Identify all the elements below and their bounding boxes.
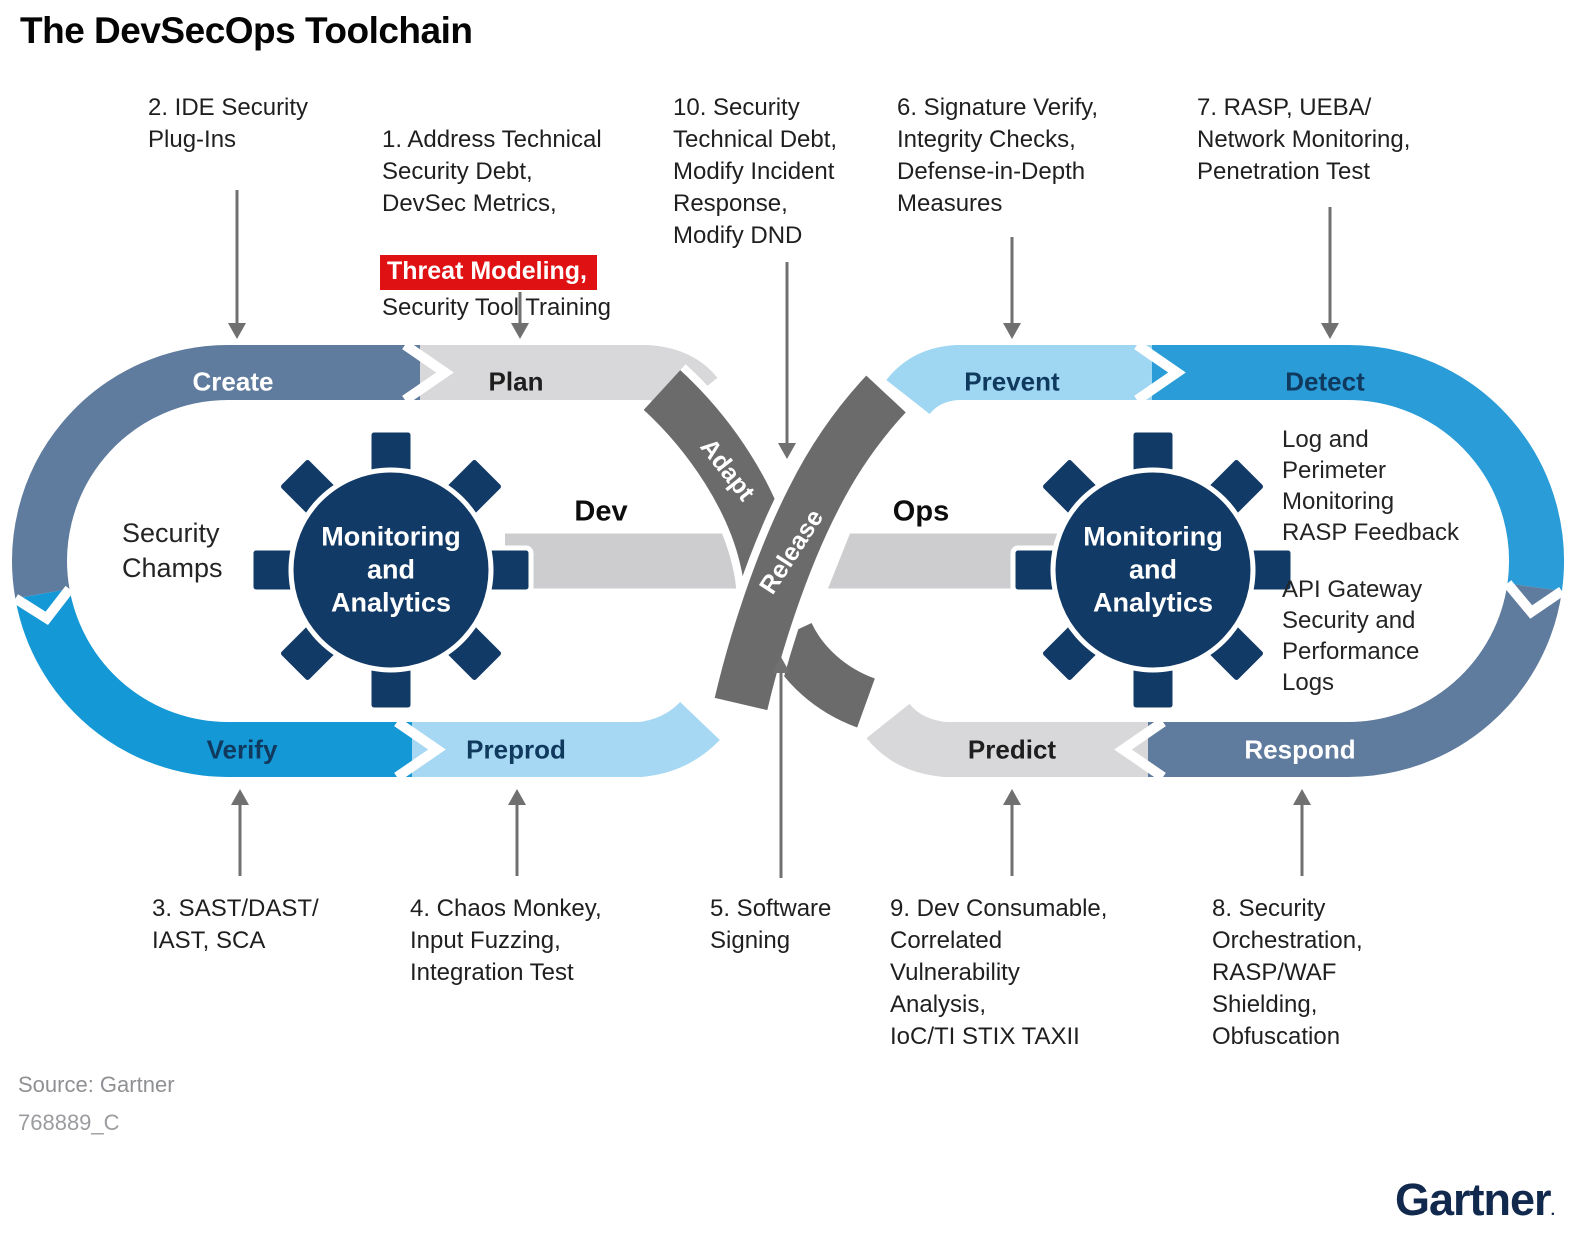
- arrow-down-security-tech-debt: [778, 262, 796, 459]
- gear-label-left: Monitoring and Analytics: [321, 521, 461, 618]
- source-note: Source: Gartner: [18, 1072, 175, 1097]
- create-plan-chevron: [402, 340, 454, 405]
- plan-band: [420, 345, 718, 414]
- respond-band: [1148, 582, 1562, 777]
- annotation-address-debt-lines: 1. Address Technical Security Debt, DevS…: [382, 126, 602, 217]
- dev-gear-icon: [248, 427, 534, 713]
- arrow-up-dev-consumable: [1003, 789, 1021, 876]
- create-verify-chevron: [12, 585, 74, 625]
- arrow-down-address-debt: [511, 292, 529, 339]
- respond-notes: API Gateway Security and Performance Log…: [1282, 576, 1423, 696]
- prevent-detect-chevron: [1134, 340, 1186, 405]
- predict-band: [866, 702, 1148, 777]
- annotation-address-debt-tail: Security Tool Training: [382, 294, 612, 321]
- annotation-software-signing: 5. Software Signing: [710, 895, 832, 954]
- segment-label-prevent: Prevent: [964, 366, 1060, 397]
- ops-center-bar: [828, 533, 1062, 589]
- arrow-down-signature-verify: [1003, 237, 1021, 339]
- verify-preprod-chevron: [394, 717, 446, 782]
- annotation-chaos-monkey: 4. Chaos Monkey, Input Fuzzing, Integrat…: [410, 895, 602, 986]
- page-title: The DevSecOps Toolchain: [20, 10, 473, 51]
- annotation-dev-consumable: 9. Dev Consumable, Correlated Vulnerabil…: [890, 895, 1108, 1050]
- security-champs-label: Security Champs: [122, 518, 223, 583]
- segment-label-verify: Verify: [206, 734, 278, 765]
- arrow-up-security-orchestration: [1293, 789, 1311, 876]
- segment-label-preprod: Preprod: [466, 734, 566, 765]
- ops-gear-icon: [1010, 427, 1296, 713]
- segment-label-respond: Respond: [1244, 734, 1356, 765]
- create-band: [12, 345, 420, 599]
- arrow-up-chaos-monkey: [508, 789, 526, 876]
- gartner-logo-text: Gartner: [1395, 1174, 1552, 1225]
- arrow-up-software-signing: [772, 657, 790, 878]
- segment-label-plan: Plan: [488, 366, 544, 397]
- segment-label-predict: Predict: [967, 734, 1057, 765]
- arrow-down-ide-plugins: [228, 190, 246, 339]
- annotation-security-orchestration: 8. Security Orchestration, RASP/WAF Shie…: [1212, 895, 1363, 1050]
- detect-respond-chevron: [1503, 580, 1565, 619]
- annotation-signature-verify: 6. Signature Verify, Integrity Checks, D…: [897, 94, 1098, 217]
- detect-notes: Log and Perimeter Monitoring RASP Feedba…: [1282, 426, 1459, 546]
- annotation-address-debt: 1. Address Technical Security Debt, DevS…: [380, 92, 612, 356]
- prevent-band: [886, 345, 1152, 416]
- preprod-band: [412, 701, 720, 777]
- threat-modeling-highlight: Threat Modeling,: [380, 255, 597, 290]
- annotation-rasp-ueba: 7. RASP, UEBA/ Network Monitoring, Penet…: [1197, 94, 1411, 185]
- annotation-sast-dast: 3. SAST/DAST/ IAST, SCA: [152, 895, 319, 954]
- release-band: [706, 370, 912, 712]
- dev-loop-ring: [12, 345, 720, 777]
- annotation-ide-plugins: 2. IDE Security Plug-Ins: [148, 94, 309, 153]
- gartner-logo: Gartner.: [1395, 1174, 1556, 1226]
- gartner-logo-mark: .: [1550, 1202, 1556, 1219]
- dev-label: Dev: [574, 495, 628, 528]
- respond-predict-chevron: [1114, 717, 1166, 782]
- ops-label: Ops: [892, 495, 950, 528]
- annotation-arrows: [228, 190, 1339, 878]
- segment-chevrons: [12, 340, 1565, 782]
- document-id: 768889_C: [18, 1110, 120, 1135]
- annotation-security-tech-debt: 10. Security Technical Debt, Modify Inci…: [673, 94, 838, 249]
- verify-band: [15, 588, 412, 777]
- segment-label-create: Create: [192, 366, 274, 397]
- ops-loop-ring: [866, 345, 1564, 777]
- segment-label-detect: Detect: [1285, 366, 1365, 397]
- arrow-down-rasp-ueba: [1321, 207, 1339, 339]
- dev-center-bar: [505, 533, 740, 589]
- gear-label-right: Monitoring and Analytics: [1083, 521, 1223, 618]
- arrow-up-sast-dast: [231, 789, 249, 876]
- detect-band: [1152, 345, 1564, 591]
